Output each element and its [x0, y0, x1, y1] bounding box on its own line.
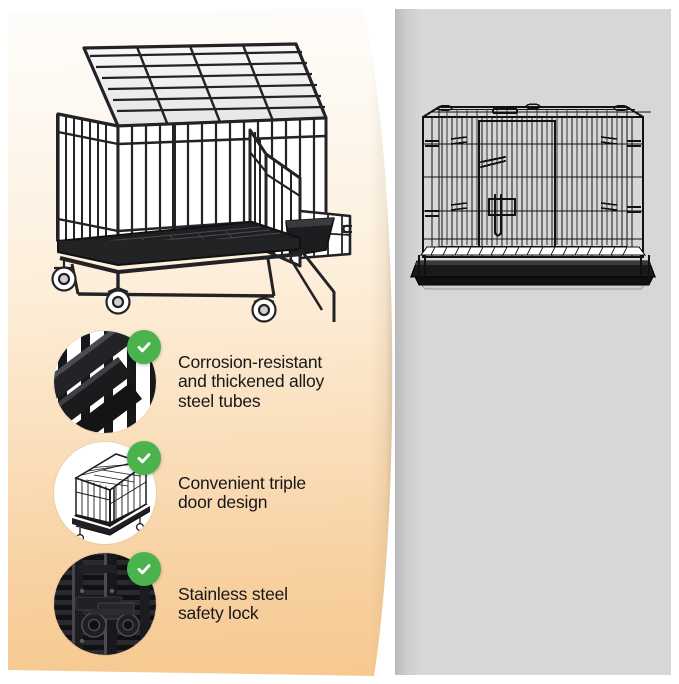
competitor-panel: Made of Fine Iron Wire Easily Damaged	[395, 9, 671, 675]
thumb-wrap	[54, 442, 156, 544]
product-panel: Corrosion-resistant and thickened alloy …	[8, 8, 392, 676]
feature-line: safety lock	[178, 603, 259, 623]
feature-label: Convenient triple door design	[178, 474, 306, 513]
thumb-wrap	[54, 553, 156, 655]
feature-row-safety-lock: Stainless steel safety lock	[54, 553, 288, 655]
feature-line: steel tubes	[178, 390, 261, 411]
competitor-hero-image	[405, 99, 663, 314]
feature-row-triple-door: Convenient triple door design	[54, 442, 306, 544]
panel-curl-edge	[370, 8, 392, 676]
thumb-wrap	[54, 331, 156, 433]
feature-line: and thickened alloy	[178, 371, 325, 392]
feature-line: door design	[178, 492, 268, 512]
feature-label: Stainless steel safety lock	[178, 585, 288, 624]
thumb-stainless-safety-lock	[54, 553, 156, 655]
feature-line: Convenient triple	[178, 472, 306, 493]
feature-line: Corrosion-resistant	[178, 351, 323, 372]
product-hero-image	[38, 26, 368, 326]
check-icon	[127, 330, 161, 364]
feature-line: Stainless steel	[178, 583, 288, 604]
check-icon	[127, 441, 161, 475]
feature-row-corrosion-resistant: Corrosion-resistant and thickened alloy …	[54, 331, 324, 433]
thumb-alloy-steel-tubes	[54, 331, 156, 433]
check-icon	[127, 552, 161, 586]
feature-label: Corrosion-resistant and thickened alloy …	[178, 353, 324, 412]
panel-inner-shadow	[395, 9, 421, 675]
